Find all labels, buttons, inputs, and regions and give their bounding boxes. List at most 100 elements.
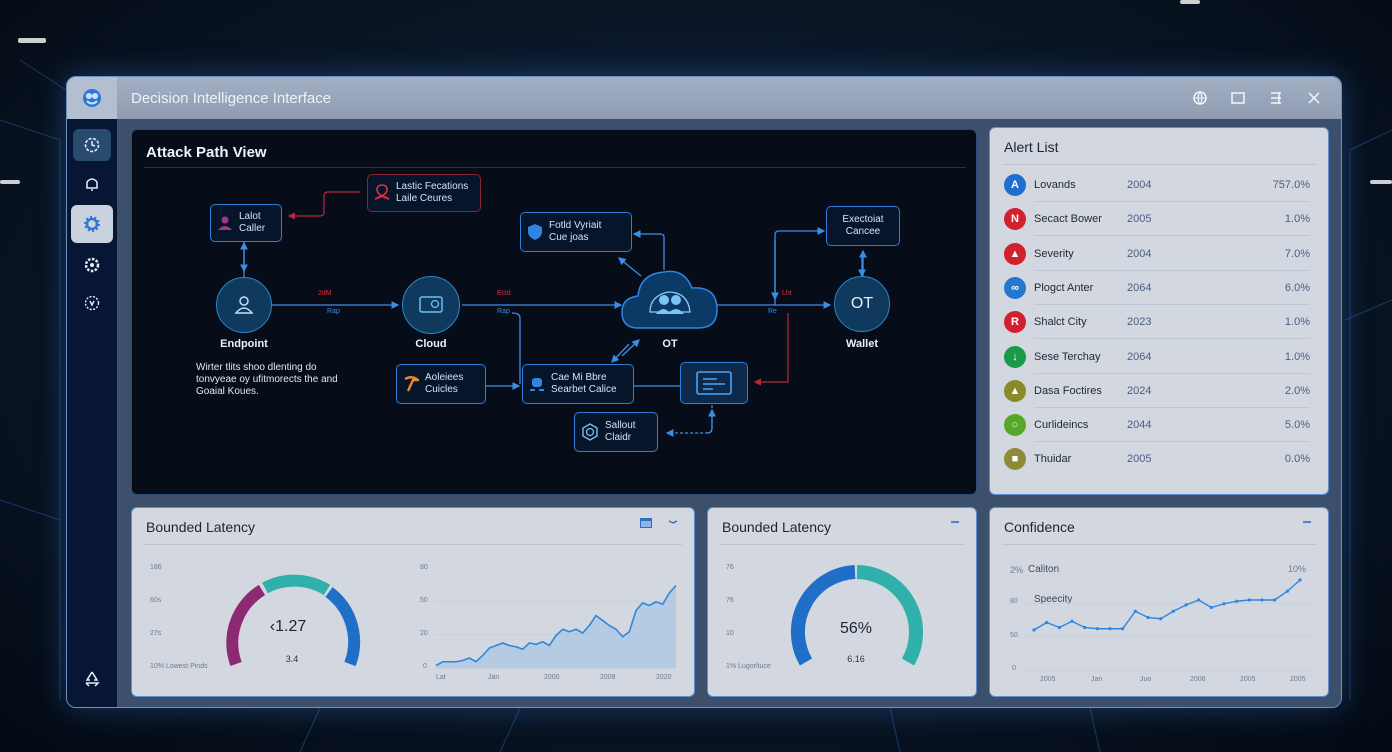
- gauge-axis-tick: 27s: [150, 630, 162, 637]
- alert-percent: 5.0%: [1284, 419, 1310, 432]
- divider: [144, 167, 966, 168]
- alert-list-title: Alert List: [1004, 139, 1059, 155]
- layout-icon[interactable]: [1267, 89, 1285, 107]
- node-label: Lalot: [239, 211, 261, 222]
- gauge-subvalue: 6.16: [847, 654, 865, 664]
- row-divider: [1034, 303, 1310, 305]
- edge-label: Ecld: [497, 290, 511, 297]
- alert-name: Curlideincs: [1034, 419, 1089, 432]
- laptop-icon: [419, 296, 443, 313]
- alert-percent: 1.0%: [1284, 350, 1310, 363]
- sidebar-item-alerts[interactable]: [73, 167, 111, 199]
- app-window: Decision Intelligence Interface: [66, 76, 1342, 708]
- node-terminal[interactable]: [680, 362, 748, 404]
- node-endpoint[interactable]: [216, 277, 272, 333]
- node-wallet[interactable]: OT: [834, 276, 890, 332]
- latency-gauge-1: [226, 574, 361, 667]
- alert-year: 2005: [1127, 213, 1152, 226]
- globe-icon[interactable]: [1191, 89, 1209, 107]
- user-icon: [218, 216, 232, 230]
- alert-year: 2005: [1127, 453, 1152, 466]
- node-ot-cloud[interactable]: [620, 260, 720, 332]
- attack-path-description: Wirter tlits shoo dlenting do tonvyeae o…: [196, 362, 338, 397]
- gauge-axis-tick: 76: [726, 564, 734, 571]
- alert-percent: 1.0%: [1284, 316, 1310, 329]
- node-label: Cae Mi Bbre: [551, 372, 607, 383]
- alert-name: Plogct Anter: [1034, 281, 1094, 294]
- chevron-down-icon[interactable]: [668, 518, 678, 526]
- close-icon[interactable]: [1305, 89, 1323, 107]
- alert-severity-icon: ○: [1004, 414, 1026, 437]
- x-tick: Jan: [1091, 676, 1103, 683]
- edge-label: Rap: [327, 308, 340, 315]
- row-divider: [1034, 372, 1310, 374]
- row-divider: [1034, 269, 1310, 271]
- gauge-axis-tick: 76: [726, 597, 734, 604]
- x-tick: 2020: [656, 674, 672, 681]
- y-tick: 0: [1012, 665, 1016, 672]
- alert-year: 2024: [1127, 384, 1152, 397]
- sidebar-item-sync[interactable]: [73, 663, 111, 695]
- attack-path-title: Attack Path View: [146, 144, 267, 161]
- node-label: Cue joas: [549, 232, 589, 243]
- x-tick: 2005: [1290, 676, 1306, 683]
- window-icon[interactable]: [640, 518, 652, 528]
- y-tick: 50: [1010, 632, 1018, 639]
- series-label: Speecity: [1034, 594, 1073, 605]
- latency-gauge-2: [790, 565, 924, 666]
- node-label: Laile Ceures: [396, 193, 453, 204]
- edge-label: Lht: [782, 290, 792, 297]
- location-pin-icon: [374, 184, 390, 200]
- y-tick: 20: [420, 630, 428, 637]
- app-logo: [67, 77, 117, 119]
- alert-severity-icon: ↓: [1004, 345, 1026, 368]
- minus-icon[interactable]: [1302, 518, 1312, 526]
- x-tick: 2000: [544, 674, 560, 681]
- brain-logo-icon: [83, 89, 101, 107]
- gauge-footer: 1% Lugorltuce: [726, 663, 771, 670]
- alert-percent: 757.0%: [1272, 179, 1310, 191]
- node-label: Searbet Calice: [551, 384, 617, 395]
- sidebar-item-settings[interactable]: [71, 205, 113, 243]
- maximize-icon[interactable]: [1229, 89, 1247, 107]
- x-tick: 2008: [600, 674, 616, 681]
- y-tick: 80: [420, 564, 428, 571]
- alert-name: Severity: [1034, 247, 1074, 260]
- node-label: Fotld Vyriait: [549, 220, 602, 231]
- x-tick: Lat: [436, 674, 446, 681]
- latency-title: Bounded Latency: [146, 519, 255, 535]
- node-cloud[interactable]: [402, 276, 460, 334]
- sidebar-item-security[interactable]: [73, 287, 111, 319]
- node-label: Caller: [239, 223, 266, 234]
- sidebar: [67, 119, 117, 707]
- minus-icon[interactable]: [950, 518, 960, 526]
- node-label: Aoleiees: [425, 372, 464, 383]
- sidebar-item-config[interactable]: [73, 249, 111, 281]
- x-tick: 2005: [1240, 676, 1256, 683]
- alert-percent: 1.0%: [1284, 213, 1310, 226]
- x-tick: 2006: [1190, 676, 1206, 683]
- divider: [1002, 164, 1316, 165]
- sidebar-item-history[interactable]: [73, 129, 111, 161]
- cloud-label: Cloud: [415, 338, 447, 350]
- series-label: Caliton: [1028, 564, 1060, 575]
- max-label: 10%: [1288, 564, 1307, 574]
- alert-year: 2023: [1127, 316, 1152, 329]
- alert-year: 2004: [1127, 179, 1152, 191]
